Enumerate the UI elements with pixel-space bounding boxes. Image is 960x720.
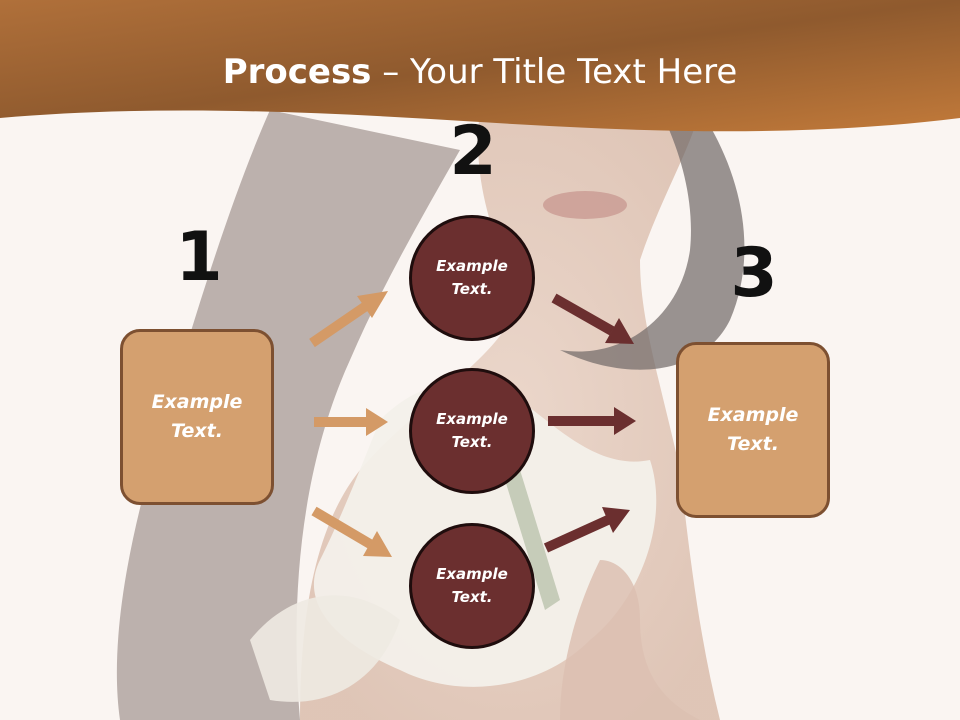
circle-top: Example Text.: [409, 215, 535, 341]
arrow-left-to-middle: [314, 408, 388, 436]
header-bar: [0, 0, 960, 132]
step-number-2: 2: [449, 112, 497, 191]
hand-shape: [560, 560, 700, 720]
slide-title: Process – Your Title Text Here: [0, 52, 960, 92]
hair-right-shape: [560, 110, 745, 370]
step-number-1: 1: [175, 218, 223, 297]
arrow-left-to-bottom: [311, 506, 392, 557]
arrow-bottom-to-right: [543, 507, 630, 553]
stem-shape: [505, 470, 560, 610]
flower-petal-shape: [250, 595, 400, 702]
title-rest: – Your Title Text Here: [371, 52, 738, 92]
circle-bottom: Example Text.: [409, 523, 535, 649]
arrow-top-to-right: [551, 293, 634, 344]
arrow-left-to-top: [309, 291, 388, 348]
hair-shape: [116, 110, 461, 720]
step-number-3: 3: [730, 234, 778, 313]
circle-middle: Example Text.: [409, 368, 535, 494]
title-bold: Process: [222, 52, 372, 92]
right-box: Example Text.: [676, 342, 830, 518]
arrow-middle-to-right: [548, 407, 636, 435]
lips-shape: [543, 191, 627, 219]
left-box: Example Text.: [120, 329, 274, 505]
